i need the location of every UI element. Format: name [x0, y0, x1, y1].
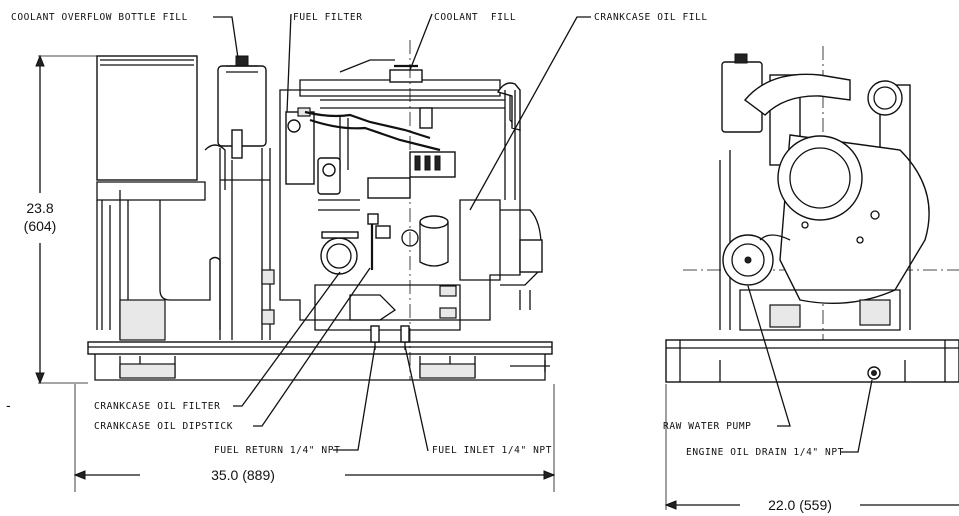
iso-mount-right [419, 363, 476, 379]
length-dimension: 35.0 (889) [211, 467, 275, 483]
end-view [665, 46, 959, 383]
height-mm: (604) [24, 218, 57, 234]
engine-block [279, 89, 521, 321]
oil-fill-cap [419, 215, 449, 229]
label-crankcase-oil-dipstick: CRANKCASE OIL DIPSTICK [94, 421, 233, 432]
fuel-inlet-fitting [400, 325, 410, 343]
coolant-fill-cap [389, 69, 423, 83]
dimension-labels: 23.8 (604) 35.0 (889) 22.0 (559) - [6, 200, 832, 513]
valve-cover [299, 79, 501, 97]
height-inches: 23.8 [26, 200, 53, 216]
callout-labels: COOLANT OVERFLOW BOTTLE FILL FUEL FILTER… [11, 12, 844, 458]
end-exhaust-elbow [743, 73, 851, 116]
exhaust-elbow [496, 82, 521, 131]
width-dimension: 22.0 (559) [768, 497, 832, 513]
iso-mount-left [119, 363, 176, 379]
label-crankcase-oil-filter: CRANKCASE OIL FILTER [94, 401, 220, 412]
base-rail-top [87, 341, 553, 355]
stray-mark: - [6, 397, 11, 413]
side-view [87, 40, 553, 381]
generator-housing-top [96, 55, 198, 181]
label-fuel-return: FUEL RETURN 1/4" NPT [214, 445, 340, 456]
label-raw-water-pump: RAW WATER PUMP [663, 421, 751, 432]
overflow-tube [231, 129, 243, 159]
label-fuel-inlet: FUEL INLET 1/4" NPT [432, 445, 552, 456]
mount-bracket [314, 284, 461, 331]
dimension-lines [35, 54, 959, 510]
starter [367, 177, 411, 199]
label-fuel-filter: FUEL FILTER [293, 12, 363, 23]
end-air-intake [867, 80, 903, 116]
fuel-return-fitting [370, 325, 380, 343]
end-base-frame [665, 339, 959, 383]
water-pump-side [519, 239, 543, 273]
label-coolant-overflow-bottle-fill: COOLANT OVERFLOW BOTTLE FILL [11, 12, 188, 23]
generator-mount [119, 299, 166, 341]
leader-lines [213, 13, 873, 453]
label-engine-oil-drain: ENGINE OIL DRAIN 1/4" NPT [686, 447, 844, 458]
label-coolant-fill: COOLANT FILL [434, 12, 516, 23]
label-crankcase-oil-fill: CRANKCASE OIL FILL [594, 12, 708, 23]
